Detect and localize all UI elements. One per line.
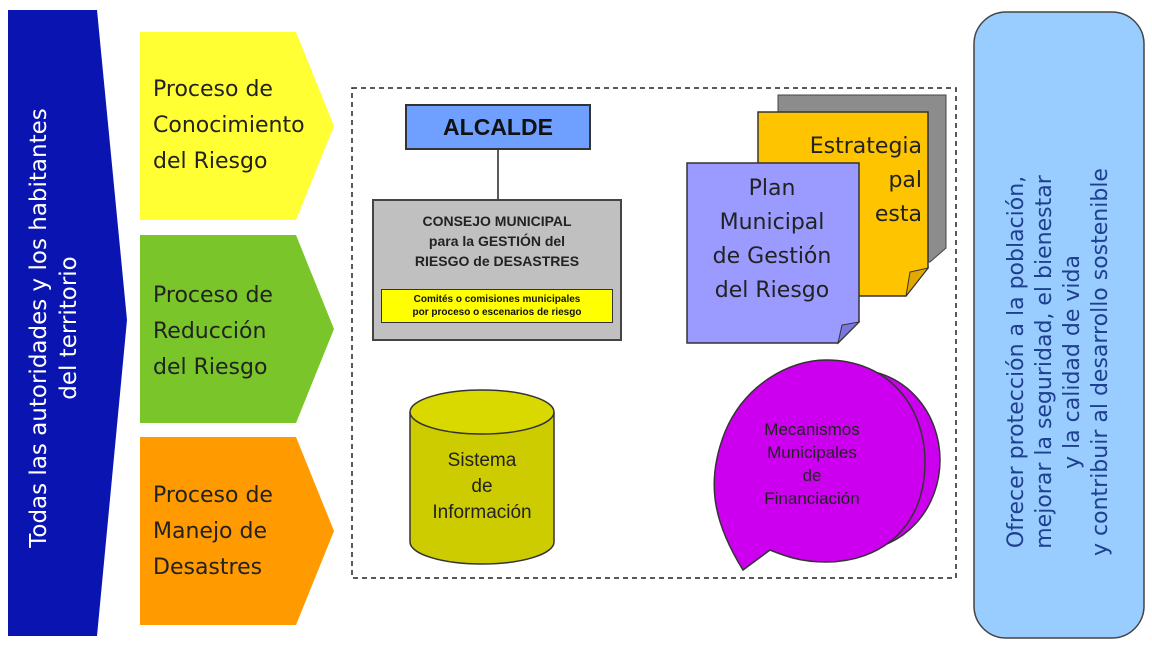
right-box-label: Ofrecer protección a la población, mejor… <box>1004 168 1113 556</box>
process-arrow-conocimiento <box>140 32 334 220</box>
consejo-municipal-box: CONSEJO MUNICIPAL para la GESTIÓN del RI… <box>372 199 622 341</box>
process-label-reduccion: Proceso de Reducción del Riesgo <box>153 283 273 380</box>
right-outcome-box <box>973 11 1145 639</box>
database-cylinder-icon <box>409 389 555 565</box>
document-plan-fold <box>837 321 861 345</box>
consejo-title: CONSEJO MUNICIPAL para la GESTIÓN del RI… <box>414 213 580 269</box>
process-label-conocimiento: Proceso de Conocimiento del Riesgo <box>153 77 305 174</box>
alcalde-box: ALCALDE <box>405 104 591 150</box>
speech-bubble-icon <box>713 359 941 572</box>
plan-label: Plan Municipal de Gestión del Riesgo <box>712 176 832 303</box>
process-label-manejo: Proceso de Manejo de Desastres <box>153 483 273 580</box>
alcalde-label: ALCALDE <box>443 113 553 140</box>
right-box-text-wrap: Ofrecer protección a la población, mejor… <box>989 52 1129 672</box>
document-estrategia-fold <box>905 267 930 297</box>
center-dashed-frame <box>351 87 957 579</box>
mecanismos-label: Mecanismos Municipales de Financiación <box>764 420 860 508</box>
process-arrow-manejo <box>140 437 334 625</box>
sistema-label: Sistema de Información <box>432 450 532 523</box>
left-arrow-label: Todas las autoridades y los habitantes d… <box>26 108 82 548</box>
left-arrow-text-wrap: Todas las autoridades y los habitantes d… <box>22 18 86 638</box>
comites-box: Comités o comisiones municipales por pro… <box>381 289 613 323</box>
estrategia-label: Estrategia pal esta <box>809 134 922 227</box>
diagram-shapes <box>8 10 1145 639</box>
process-arrow-reduccion <box>140 235 334 423</box>
left-arrow-shape <box>8 10 127 636</box>
